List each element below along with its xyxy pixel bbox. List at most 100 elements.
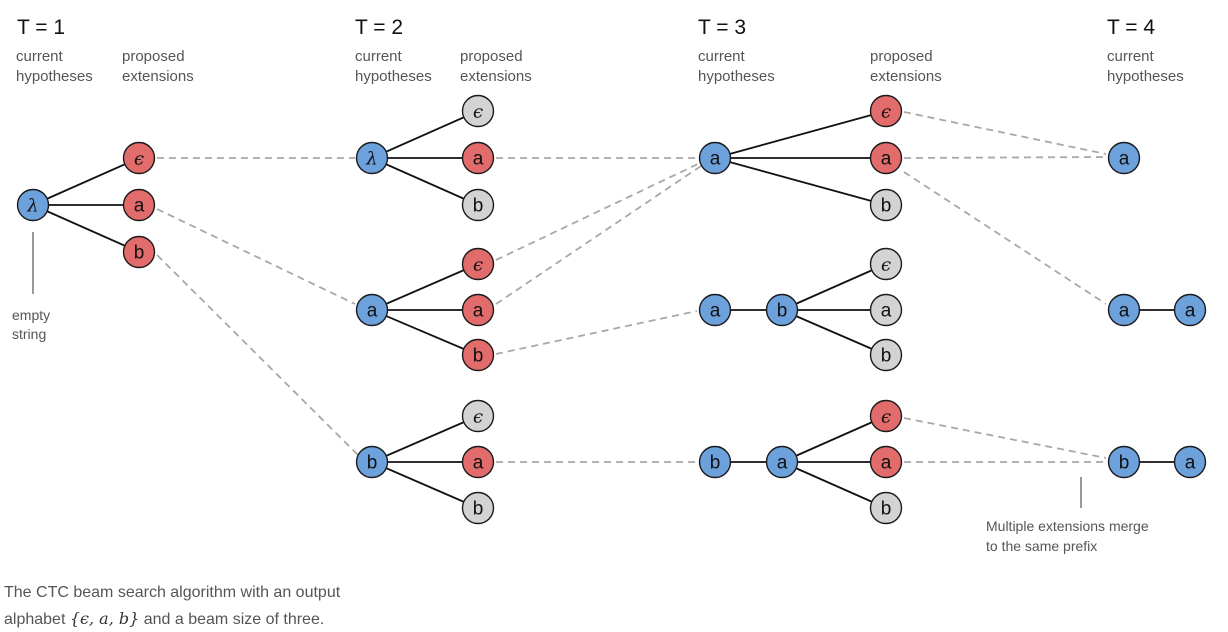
hypothesis-node-circle [1173,293,1207,327]
node-hypothesis: b [698,445,732,479]
node-symbol-b: b [1119,453,1130,474]
node-hypothesis: a [1107,141,1141,175]
header-proposed-t2-line1: proposed [460,48,523,65]
node-proposed: a [122,188,156,222]
inactive-node-circle [869,188,903,222]
carry-over-links [156,111,1107,463]
empty-string-note-line2: string [12,326,46,342]
proposed-node-circle [869,445,903,479]
hypothesis-node-circle [698,293,732,327]
tree-edge [714,157,887,206]
node-inactive: b [461,188,495,222]
hypothesis-node-circle [1173,445,1207,479]
node-hypothesis: a [1173,445,1207,479]
header-proposed-t3-line1: proposed [870,48,933,65]
dash-link [495,310,698,355]
node-inactive: a [869,293,903,327]
node-proposed: b [122,235,156,269]
tree-edge [371,309,479,356]
node-symbol-epsilon: ϵ [881,407,891,428]
hypothesis-node-circle [765,445,799,479]
node-symbol-a: a [881,149,892,170]
node-proposed: ϵ [461,247,495,281]
hypothesis-node-circle [16,188,50,222]
tree-edge [371,157,479,206]
tree-edge [371,461,479,509]
dash-link [156,254,359,456]
node-symbol-b: b [881,499,892,520]
hypothesis-node-circle [355,293,389,327]
node-symbol-a: a [367,301,378,322]
node-symbol-a: a [1119,149,1130,170]
header-current-t3-line2: hypotheses [698,68,775,85]
inactive-node-circle [461,188,495,222]
node-symbol-epsilon: ϵ [473,102,483,123]
tree-edge [781,263,887,311]
node-symbol-b: b [134,243,145,264]
header-proposed-t3-line2: extensions [870,68,942,85]
tree-edges [32,110,1190,509]
node-symbol-b: b [473,346,484,367]
node-symbol-epsilon: ϵ [473,255,483,276]
node-symbol-b: b [473,196,484,217]
node-symbol-a: a [134,196,145,217]
node-symbol-a: a [473,301,484,322]
node-proposed: ϵ [869,94,903,128]
dash-link [903,111,1107,155]
node-symbol-b: b [881,196,892,217]
node-symbol-b: b [710,453,721,474]
step-title-t4: T = 4 [1107,16,1155,39]
node-hypothesis: b [1107,445,1141,479]
tree-edge [371,263,479,311]
node-symbol-a: a [1185,301,1196,322]
header-current-t4-line1: current [1107,48,1155,65]
header-proposed-t2-line2: extensions [460,68,532,85]
caption-line1: The CTC beam search algorithm with an ou… [4,584,341,601]
proposed-node-circle [869,141,903,175]
node-proposed: a [461,141,495,175]
tree-edge [32,204,140,253]
caption-line2-suffix: and a beam size of three. [139,611,325,628]
node-hypothesis: a [355,293,389,327]
tree-edge [714,110,887,159]
node-symbol-epsilon: ϵ [473,407,483,428]
step-title-t3: T = 3 [698,16,746,39]
proposed-node-circle [461,247,495,281]
proposed-node-circle [869,94,903,128]
tree-edge [781,415,887,463]
node-inactive: b [869,491,903,525]
header-current-t4-line2: hypotheses [1107,68,1184,85]
node-proposed: a [461,445,495,479]
node-proposed: a [869,445,903,479]
hypothesis-node-circle [698,141,732,175]
proposed-node-circle [869,399,903,433]
node-inactive: b [461,491,495,525]
node-proposed: ϵ [122,141,156,175]
header-current-t1-line2: hypotheses [16,68,93,85]
proposed-node-circle [461,141,495,175]
node-inactive: ϵ [869,247,903,281]
node-symbol-b: b [881,346,892,367]
hypothesis-node-circle [355,141,389,175]
proposed-node-circle [122,235,156,269]
hypothesis-node-circle [1107,293,1141,327]
node-proposed: b [461,338,495,372]
node-hypothesis: λ [16,188,50,222]
node-hypothesis: λ [355,141,389,175]
node-hypothesis: b [355,445,389,479]
node-symbol-a: a [710,149,721,170]
node-hypothesis: a [698,141,732,175]
header-proposed-t1-line2: extensions [122,68,194,85]
header-current-t2-line2: hypotheses [355,68,432,85]
node-symbol-a: a [1185,453,1196,474]
node-hypothesis: a [1173,293,1207,327]
node-symbol-lambda: λ [26,196,38,217]
hypothesis-node-circle [765,293,799,327]
node-symbol-a: a [1119,301,1130,322]
node-hypothesis: a [1107,293,1141,327]
node-symbol-b: b [473,499,484,520]
merge-note-line2: to the same prefix [986,538,1097,554]
node-hypothesis: b [765,293,799,327]
